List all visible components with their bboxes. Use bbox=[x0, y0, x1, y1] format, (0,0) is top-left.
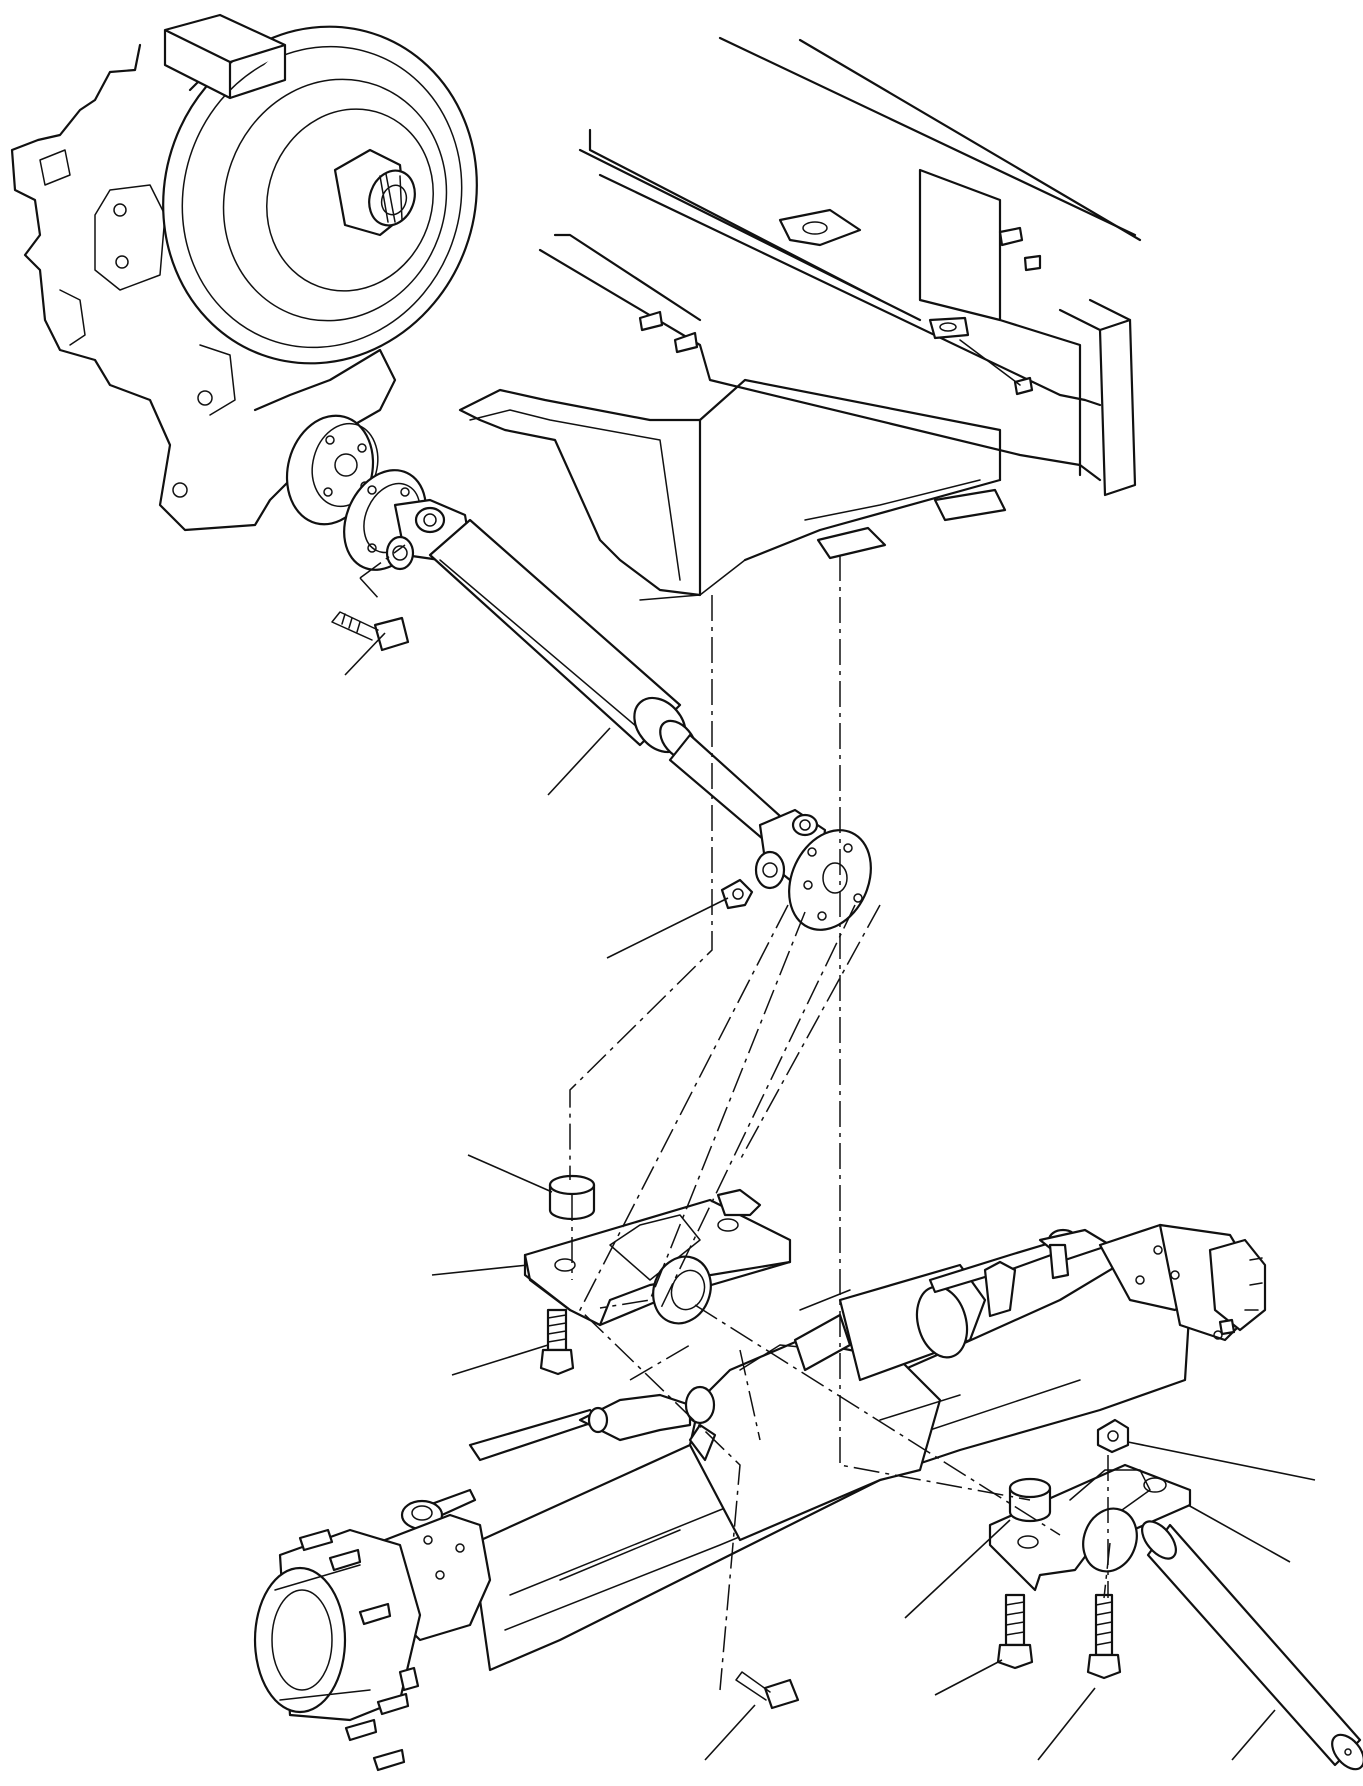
trunnion-nut bbox=[1096, 1418, 1130, 1454]
leader-bolt-upper bbox=[344, 632, 386, 676]
flywheel-disc bbox=[162, 25, 478, 365]
bracket-bolt bbox=[539, 1308, 575, 1376]
leader-pivot-pin bbox=[1231, 1709, 1276, 1761]
leader-bolt-left bbox=[934, 1659, 1003, 1696]
spacer-bushing-lower bbox=[1008, 1477, 1052, 1523]
leader-bolt-right bbox=[1037, 1687, 1096, 1761]
leader-bushing-lower bbox=[904, 1519, 1011, 1619]
drive-shaft bbox=[343, 469, 872, 931]
leader-cap-bracket bbox=[1187, 1504, 1291, 1563]
assembly-centerlines bbox=[359, 544, 1111, 1691]
flange-bolt-upper bbox=[331, 611, 410, 652]
trunnion-bolt-right bbox=[1086, 1593, 1122, 1680]
trunnion-cap-bracket bbox=[988, 1463, 1192, 1592]
callout-leaders bbox=[344, 632, 1316, 1761]
flange-nut bbox=[720, 878, 754, 910]
leader-trunnion-nut bbox=[1127, 1441, 1316, 1481]
leader-bracket bbox=[431, 1264, 529, 1276]
leader-shaft bbox=[547, 727, 611, 796]
chassis-frame bbox=[458, 36, 1142, 601]
leader-axle-bolt bbox=[704, 1704, 756, 1761]
axle-bolt-lower bbox=[735, 1671, 800, 1710]
top-mount-block bbox=[163, 13, 287, 100]
leader-bracket-bolt bbox=[451, 1344, 549, 1376]
left-hub-studs bbox=[298, 1528, 420, 1772]
trunnion-bolt-left bbox=[996, 1593, 1034, 1670]
leader-nut bbox=[606, 897, 729, 959]
pivot-pin bbox=[1141, 1520, 1363, 1771]
front-axle bbox=[253, 1223, 1267, 1772]
leader-bushing-upper bbox=[467, 1154, 553, 1193]
